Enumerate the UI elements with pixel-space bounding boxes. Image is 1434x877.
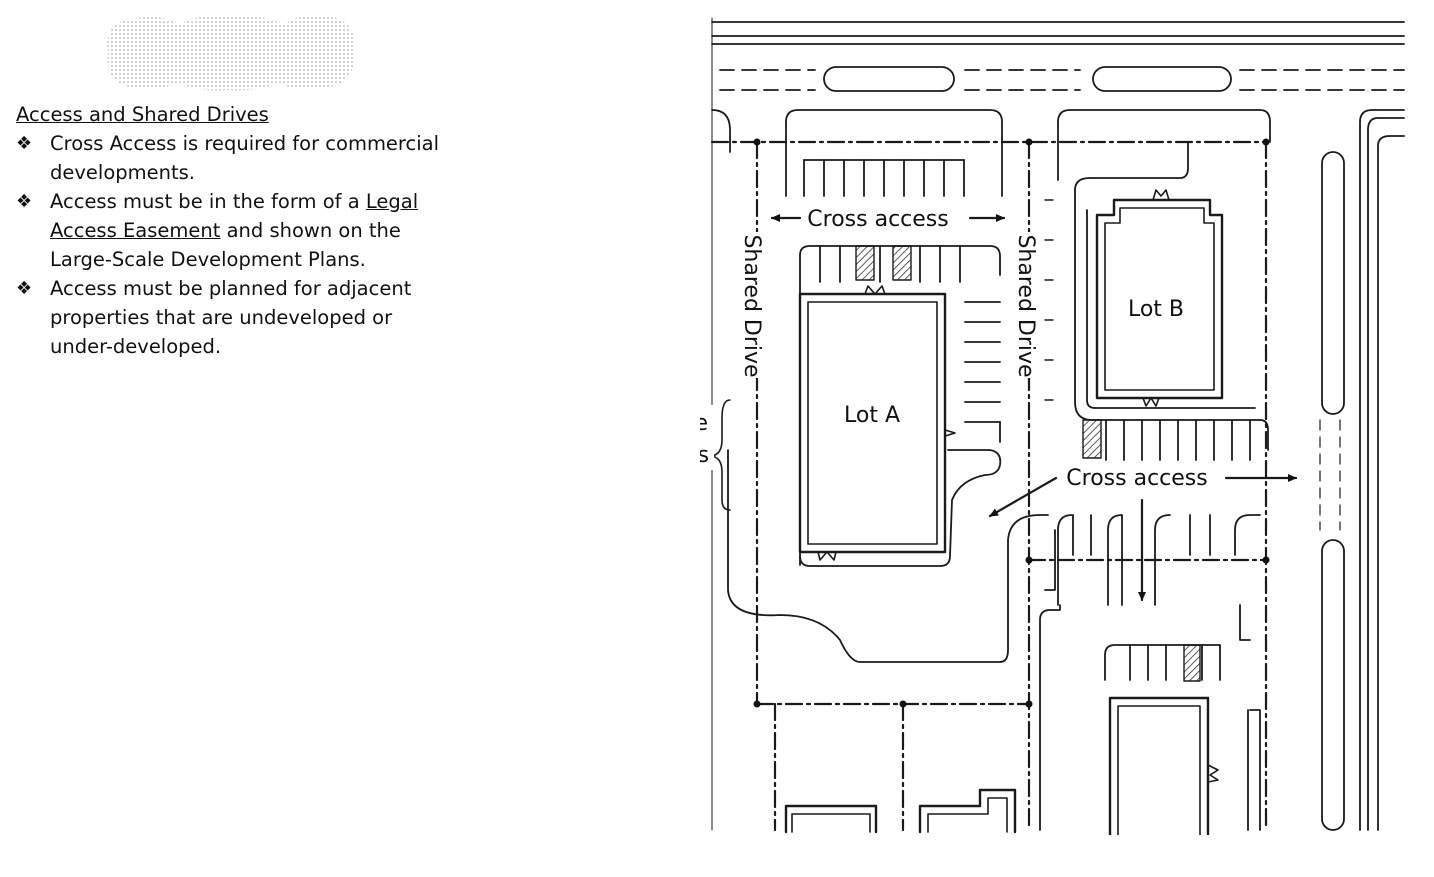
- bullet-text-prefix: Access must be in the form of a: [50, 190, 366, 213]
- future-access-label-line2: access: [700, 443, 709, 468]
- future-access-label-line1: Future: [700, 411, 708, 436]
- label-bg: [1060, 462, 1218, 494]
- hatched-stall: [855, 245, 875, 281]
- list-item: ❖ Cross Access is required for commercia…: [16, 129, 456, 187]
- logo-blob: [107, 15, 355, 91]
- cross-access-label-top: Cross access: [807, 207, 948, 232]
- notes-heading: Access and Shared Drives: [16, 103, 269, 126]
- lot-b-parking: [1044, 109, 1271, 461]
- site-plan-diagram: Cross access Cross access Shared Drive S…: [700, 17, 1405, 835]
- bullet-text-suffix: and shown on the Large-Scale Development…: [50, 219, 401, 271]
- property-corners: [753, 138, 1270, 708]
- list-item: ❖ Access must be planned for adjacent pr…: [16, 274, 456, 361]
- lower-left-buildings: [784, 788, 1017, 834]
- cross-access-arrows: [770, 214, 1298, 602]
- bullet-text: Cross Access is required for commercial …: [50, 132, 440, 184]
- list-item: ❖ Access must be in the form of a Legal …: [16, 187, 456, 274]
- shared-drive-label-right: Shared Drive: [1013, 234, 1038, 377]
- diamond-bullet-icon: ❖: [16, 133, 33, 154]
- diamond-bullet-icon: ❖: [16, 278, 33, 299]
- hatched-stall: [1082, 419, 1102, 459]
- lot-b-label: Lot B: [1128, 297, 1184, 322]
- notes-list: ❖ Cross Access is required for commercia…: [16, 129, 456, 361]
- lot-b-building: [1095, 189, 1224, 407]
- label-bg: [802, 200, 957, 230]
- bullet-text: Access must be planned for adjacent prop…: [50, 277, 412, 358]
- hatched-stall: [1183, 644, 1201, 682]
- side-road: [1319, 109, 1405, 831]
- lot-a-parking: [711, 109, 1049, 663]
- lot-a-label: Lot A: [844, 403, 900, 428]
- shared-drive-label-left: Shared Drive: [739, 234, 764, 377]
- lower-right-development: [1039, 514, 1261, 835]
- access-notes: Access and Shared Drives ❖ Cross Access …: [16, 100, 456, 361]
- cross-access-label-bottom: Cross access: [1066, 466, 1207, 491]
- label-bg: [700, 405, 714, 470]
- lot-a-building: [798, 285, 956, 561]
- hatched-stall: [892, 245, 912, 281]
- label-bg: [738, 232, 770, 378]
- diamond-bullet-icon: ❖: [16, 191, 33, 212]
- legal-access-easement-term: Legal Access Easement: [50, 190, 419, 242]
- label-bg: [1012, 232, 1044, 378]
- main-road: [711, 17, 1405, 831]
